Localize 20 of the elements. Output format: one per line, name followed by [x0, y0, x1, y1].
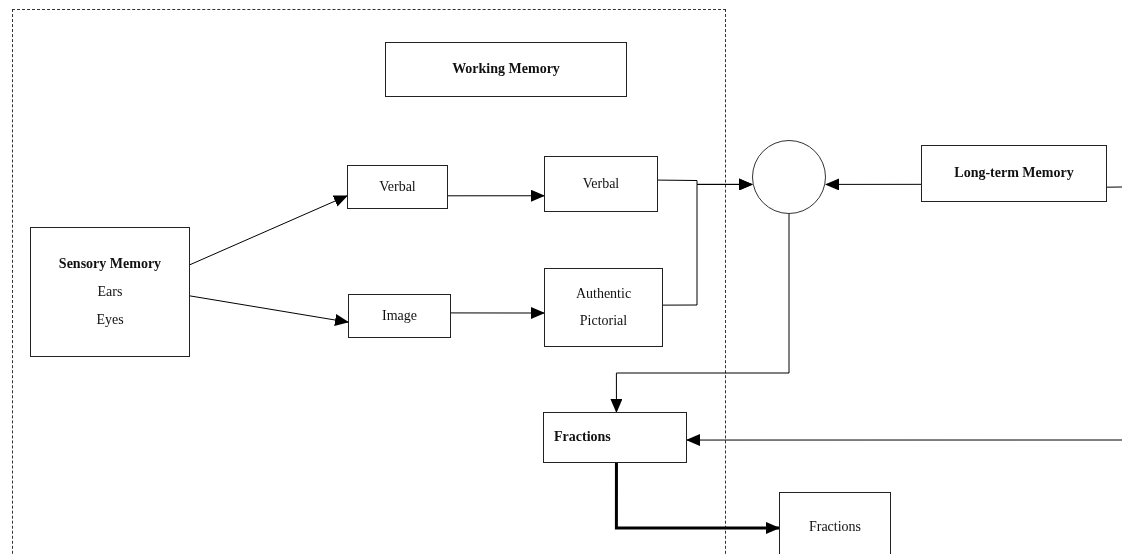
connector-arrow — [610, 213, 790, 413]
connector-arrow — [614, 463, 780, 534]
process-box: Fractions — [779, 492, 891, 554]
process-box: Fractions — [543, 412, 687, 463]
connector-arrow — [189, 295, 349, 326]
box-item: Eyes — [96, 311, 124, 330]
process-box: Authentic Pictorial — [544, 268, 663, 347]
process-box: Working Memory — [385, 42, 627, 97]
connector-arrow — [662, 178, 753, 306]
process-box: Image — [348, 294, 451, 338]
connector-arrow — [686, 434, 1122, 447]
connector-arrow — [450, 307, 545, 319]
process-box: Verbal — [544, 156, 658, 212]
box-item: Ears — [97, 282, 123, 301]
connector-arrow — [447, 189, 545, 202]
connector-arrow — [189, 195, 348, 266]
box-heading: Sensory Memory — [58, 254, 162, 273]
process-box: Verbal — [347, 165, 448, 209]
process-box: Long-term Memory — [921, 145, 1107, 202]
connector-arrow — [825, 178, 922, 191]
